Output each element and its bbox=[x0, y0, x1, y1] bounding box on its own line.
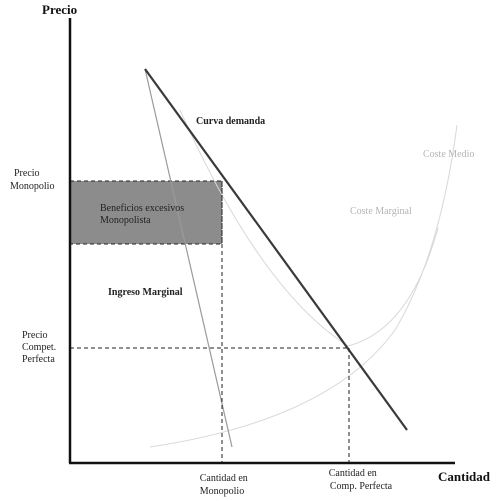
marginal-revenue-curve bbox=[144, 68, 233, 448]
average-cost-curve bbox=[149, 124, 458, 448]
x-axis-title: Cantidad bbox=[438, 469, 491, 484]
excess-profit-label: Beneficios excesivos Monopolista bbox=[100, 203, 187, 226]
marginal-revenue-label: Ingreso Marginal bbox=[108, 287, 183, 298]
monopoly-quantity-label: Cantidad en Monopolio bbox=[200, 473, 251, 497]
marginal-cost-label: Coste Marginal bbox=[350, 206, 412, 217]
average-cost-label: Coste Medio bbox=[423, 149, 474, 160]
monopoly-price-label: Precio Monopolio bbox=[10, 168, 54, 192]
marginal-cost-curve bbox=[179, 109, 439, 347]
competitive-price-label: Precio Compet. Perfecta bbox=[22, 330, 59, 365]
demand-curve-label: Curva demanda bbox=[196, 116, 265, 127]
y-axis-title: Precio bbox=[42, 2, 77, 17]
competitive-quantity-label: Cantidad en Comp. Perfecta bbox=[329, 468, 393, 492]
excess-profit-area bbox=[69, 180, 223, 245]
demand-curve bbox=[144, 68, 408, 431]
